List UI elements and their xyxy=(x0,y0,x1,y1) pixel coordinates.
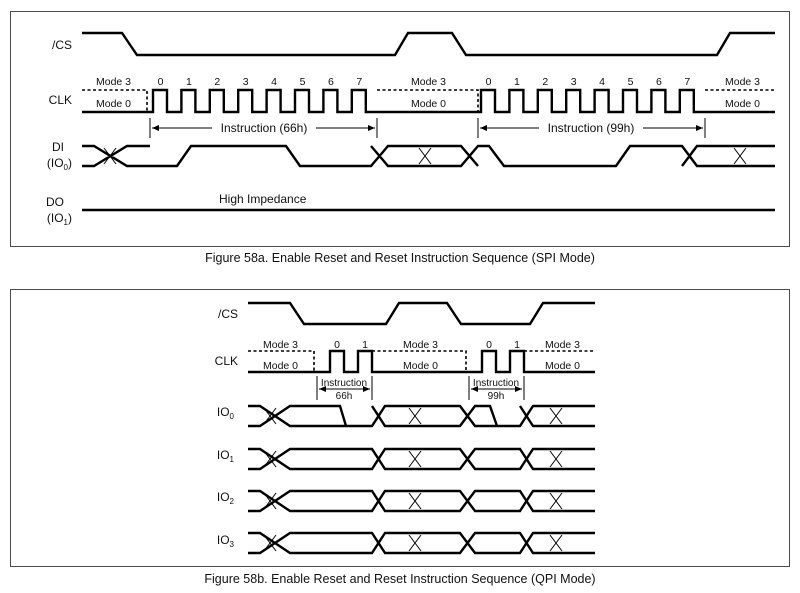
qpi-mode3-label-1: Mode 3 xyxy=(263,339,298,351)
qpi-mode0-label-2: Mode 0 xyxy=(403,360,438,372)
io3-dontcare-x xyxy=(408,534,422,552)
clock-number: 1 xyxy=(514,76,520,88)
qpi-clk-number-1a: 1 xyxy=(362,339,368,351)
qpi-instruction-2-label: Instruction xyxy=(473,378,519,389)
clock-number: 5 xyxy=(628,76,634,88)
qpi-clk-mode3-dashed xyxy=(248,350,595,372)
clock-number: 5 xyxy=(300,76,306,88)
clock-number: 3 xyxy=(571,76,577,88)
io0-dontcare-x xyxy=(549,407,563,425)
clock-number: 1 xyxy=(186,76,192,88)
instruction-66h-label: Instruction (66h) xyxy=(221,121,308,135)
do-io-label: (IO1) xyxy=(47,211,72,227)
io0-dontcare-x xyxy=(263,407,277,425)
clock-number: 6 xyxy=(328,76,334,88)
qpi-clk-number-0b: 0 xyxy=(486,339,492,351)
io1-dontcare-x xyxy=(408,450,422,468)
io0-dontcare-x xyxy=(408,407,422,425)
qpi-mode0-label-1: Mode 0 xyxy=(263,360,298,372)
qpi-instruction-1-label: Instruction xyxy=(321,378,367,389)
io-lanes xyxy=(248,404,595,555)
io3-waveform xyxy=(248,531,595,555)
clk-mode0-label-3: Mode 0 xyxy=(725,98,760,110)
qpi-mode3-label-2: Mode 3 xyxy=(403,339,438,351)
figure-58b-diagram: /CS CLK IO0 IO1 IO2 IO3 Mode 3 Mode 0 Mo… xyxy=(215,301,595,555)
instruction-99h-label: Instruction (99h) xyxy=(548,121,635,135)
clock-number: 4 xyxy=(271,76,277,88)
io3-dontcare-x xyxy=(549,534,563,552)
qpi-cs-waveform xyxy=(248,301,595,326)
clock-number: 2 xyxy=(214,76,220,88)
clk-mode3-dashed xyxy=(82,89,775,112)
figure-58b-caption: Figure 58b. Enable Reset and Reset Instr… xyxy=(204,572,596,586)
clock-number: 2 xyxy=(542,76,548,88)
io1-waveform xyxy=(248,447,595,471)
clock-number: 7 xyxy=(684,76,690,88)
di-io-label: (IO0) xyxy=(47,156,72,172)
qpi-clk-number-1b: 1 xyxy=(514,339,520,351)
cs-waveform xyxy=(82,31,775,57)
clock-number: 0 xyxy=(158,76,164,88)
high-impedance-label: High Impedance xyxy=(219,192,307,206)
cs-label: /CS xyxy=(52,38,72,52)
clk-mode0-label-2: Mode 0 xyxy=(411,98,446,110)
io1-label: IO1 xyxy=(217,448,235,464)
io0-waveform xyxy=(248,404,595,428)
clk-mode3-label-1: Mode 3 xyxy=(96,76,131,88)
io2-dontcare-x xyxy=(549,492,563,510)
qpi-instruction-99h: 99h xyxy=(488,391,505,402)
clk-waveform xyxy=(82,88,775,114)
qpi-clk-waveform xyxy=(248,349,595,374)
clk-mode3-label-2: Mode 3 xyxy=(411,76,446,88)
io0-label: IO0 xyxy=(217,405,235,421)
io2-label: IO2 xyxy=(217,490,235,506)
figure-58a-panel xyxy=(10,11,790,247)
io1-dontcare-x xyxy=(263,450,277,468)
qpi-clk-label: CLK xyxy=(215,354,238,368)
io2-dontcare-x xyxy=(408,492,422,510)
clock-number: 0 xyxy=(486,76,492,88)
clock-numbers-a: 0 1 2 3 4 5 6 7 0 1 2 3 4 5 6 7 xyxy=(158,76,691,88)
io2-waveform xyxy=(248,489,595,513)
qpi-cs-label: /CS xyxy=(218,307,238,321)
qpi-instruction-66h: 66h xyxy=(336,391,353,402)
clk-label: CLK xyxy=(49,93,72,107)
clk-mode3-label-3: Mode 3 xyxy=(725,76,760,88)
io1-dontcare-x xyxy=(549,450,563,468)
di-dontcare-x xyxy=(103,147,747,165)
figure-58a-caption: Figure 58a. Enable Reset and Reset Instr… xyxy=(205,251,595,265)
clock-number: 6 xyxy=(656,76,662,88)
qpi-mode0-label-3: Mode 0 xyxy=(545,360,580,372)
do-label: DO xyxy=(46,195,64,209)
figure-58b-panel xyxy=(10,289,790,567)
di-waveform xyxy=(82,144,775,168)
clock-number: 4 xyxy=(599,76,605,88)
clock-number: 3 xyxy=(243,76,249,88)
io3-label: IO3 xyxy=(217,533,235,549)
figure-58a-diagram: /CS CLK DI (IO0) DO (IO1) Mode 3 Mode 0 … xyxy=(46,31,775,227)
di-label: DI xyxy=(52,140,64,154)
io2-dontcare-x xyxy=(263,492,277,510)
clk-mode0-label-1: Mode 0 xyxy=(96,98,131,110)
qpi-clk-number-0a: 0 xyxy=(334,339,340,351)
qpi-mode3-label-3: Mode 3 xyxy=(545,339,580,351)
clock-number: 7 xyxy=(356,76,362,88)
io3-dontcare-x xyxy=(263,534,277,552)
